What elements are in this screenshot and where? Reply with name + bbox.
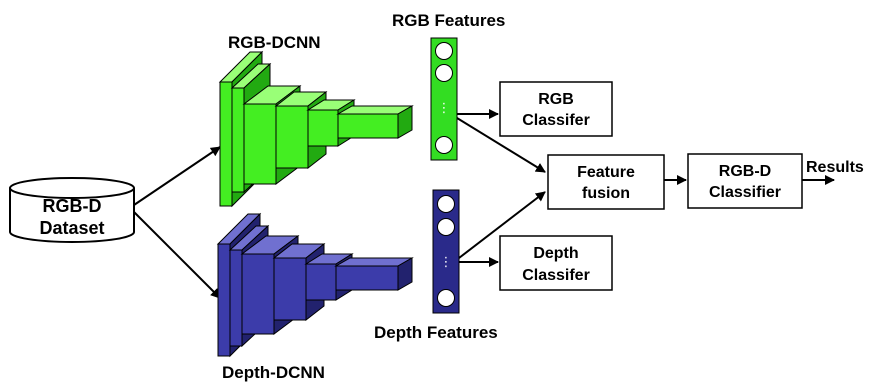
rgbd-classifier-line2: Classifier xyxy=(709,184,781,201)
arrow-dataset-to-rgb-dcnn xyxy=(133,146,221,206)
rgbd-classifier-box: RGB-D Classifier xyxy=(687,153,803,209)
arrow-depth-features-to-fusion xyxy=(458,191,546,259)
depth-features-label: Depth Features xyxy=(374,323,498,342)
depth-classifier-line2: Classifer xyxy=(522,267,590,284)
rgb-vector-ellipsis: ⋮ xyxy=(438,101,451,116)
depth-classifier-box: Depth Classifer xyxy=(499,235,613,291)
rgb-dcnn-label: RGB-DCNN xyxy=(228,33,321,52)
results-label: Results xyxy=(806,159,864,176)
rgb-dcnn-stack xyxy=(218,50,414,208)
depth-feature-vector: ⋮ xyxy=(432,189,460,314)
rgb-layer-6 xyxy=(336,105,414,139)
feature-fusion-line1: Feature xyxy=(577,164,635,181)
depth-dcnn-label: Depth-DCNN xyxy=(222,363,325,382)
depth-dcnn-stack xyxy=(216,212,414,358)
depth-vector-ellipsis: ⋮ xyxy=(440,255,453,270)
rgb-classifier-box: RGB Classifer xyxy=(499,81,613,137)
rgbd-classifier-line1: RGB-D xyxy=(719,163,771,180)
rgb-feature-vector: ⋮ xyxy=(430,37,458,161)
depth-classifier-line1: Depth xyxy=(533,245,578,262)
depth-layer-6 xyxy=(334,257,414,291)
arrow-dataset-to-depth-dcnn xyxy=(133,211,221,299)
arrow-rgb-features-to-fusion xyxy=(456,117,546,173)
feature-fusion-line2: fusion xyxy=(582,185,630,202)
rgb-classifier-line2: Classifer xyxy=(522,112,590,129)
rgb-features-label: RGB Features xyxy=(392,11,505,30)
dataset-label-line2: Dataset xyxy=(39,218,104,238)
rgb-classifier-line1: RGB xyxy=(538,91,574,108)
feature-fusion-box: Feature fusion xyxy=(547,154,665,210)
dataset-label-line1: RGB-D xyxy=(43,196,102,216)
dataset-cylinder: RGB-D Dataset xyxy=(9,177,135,243)
